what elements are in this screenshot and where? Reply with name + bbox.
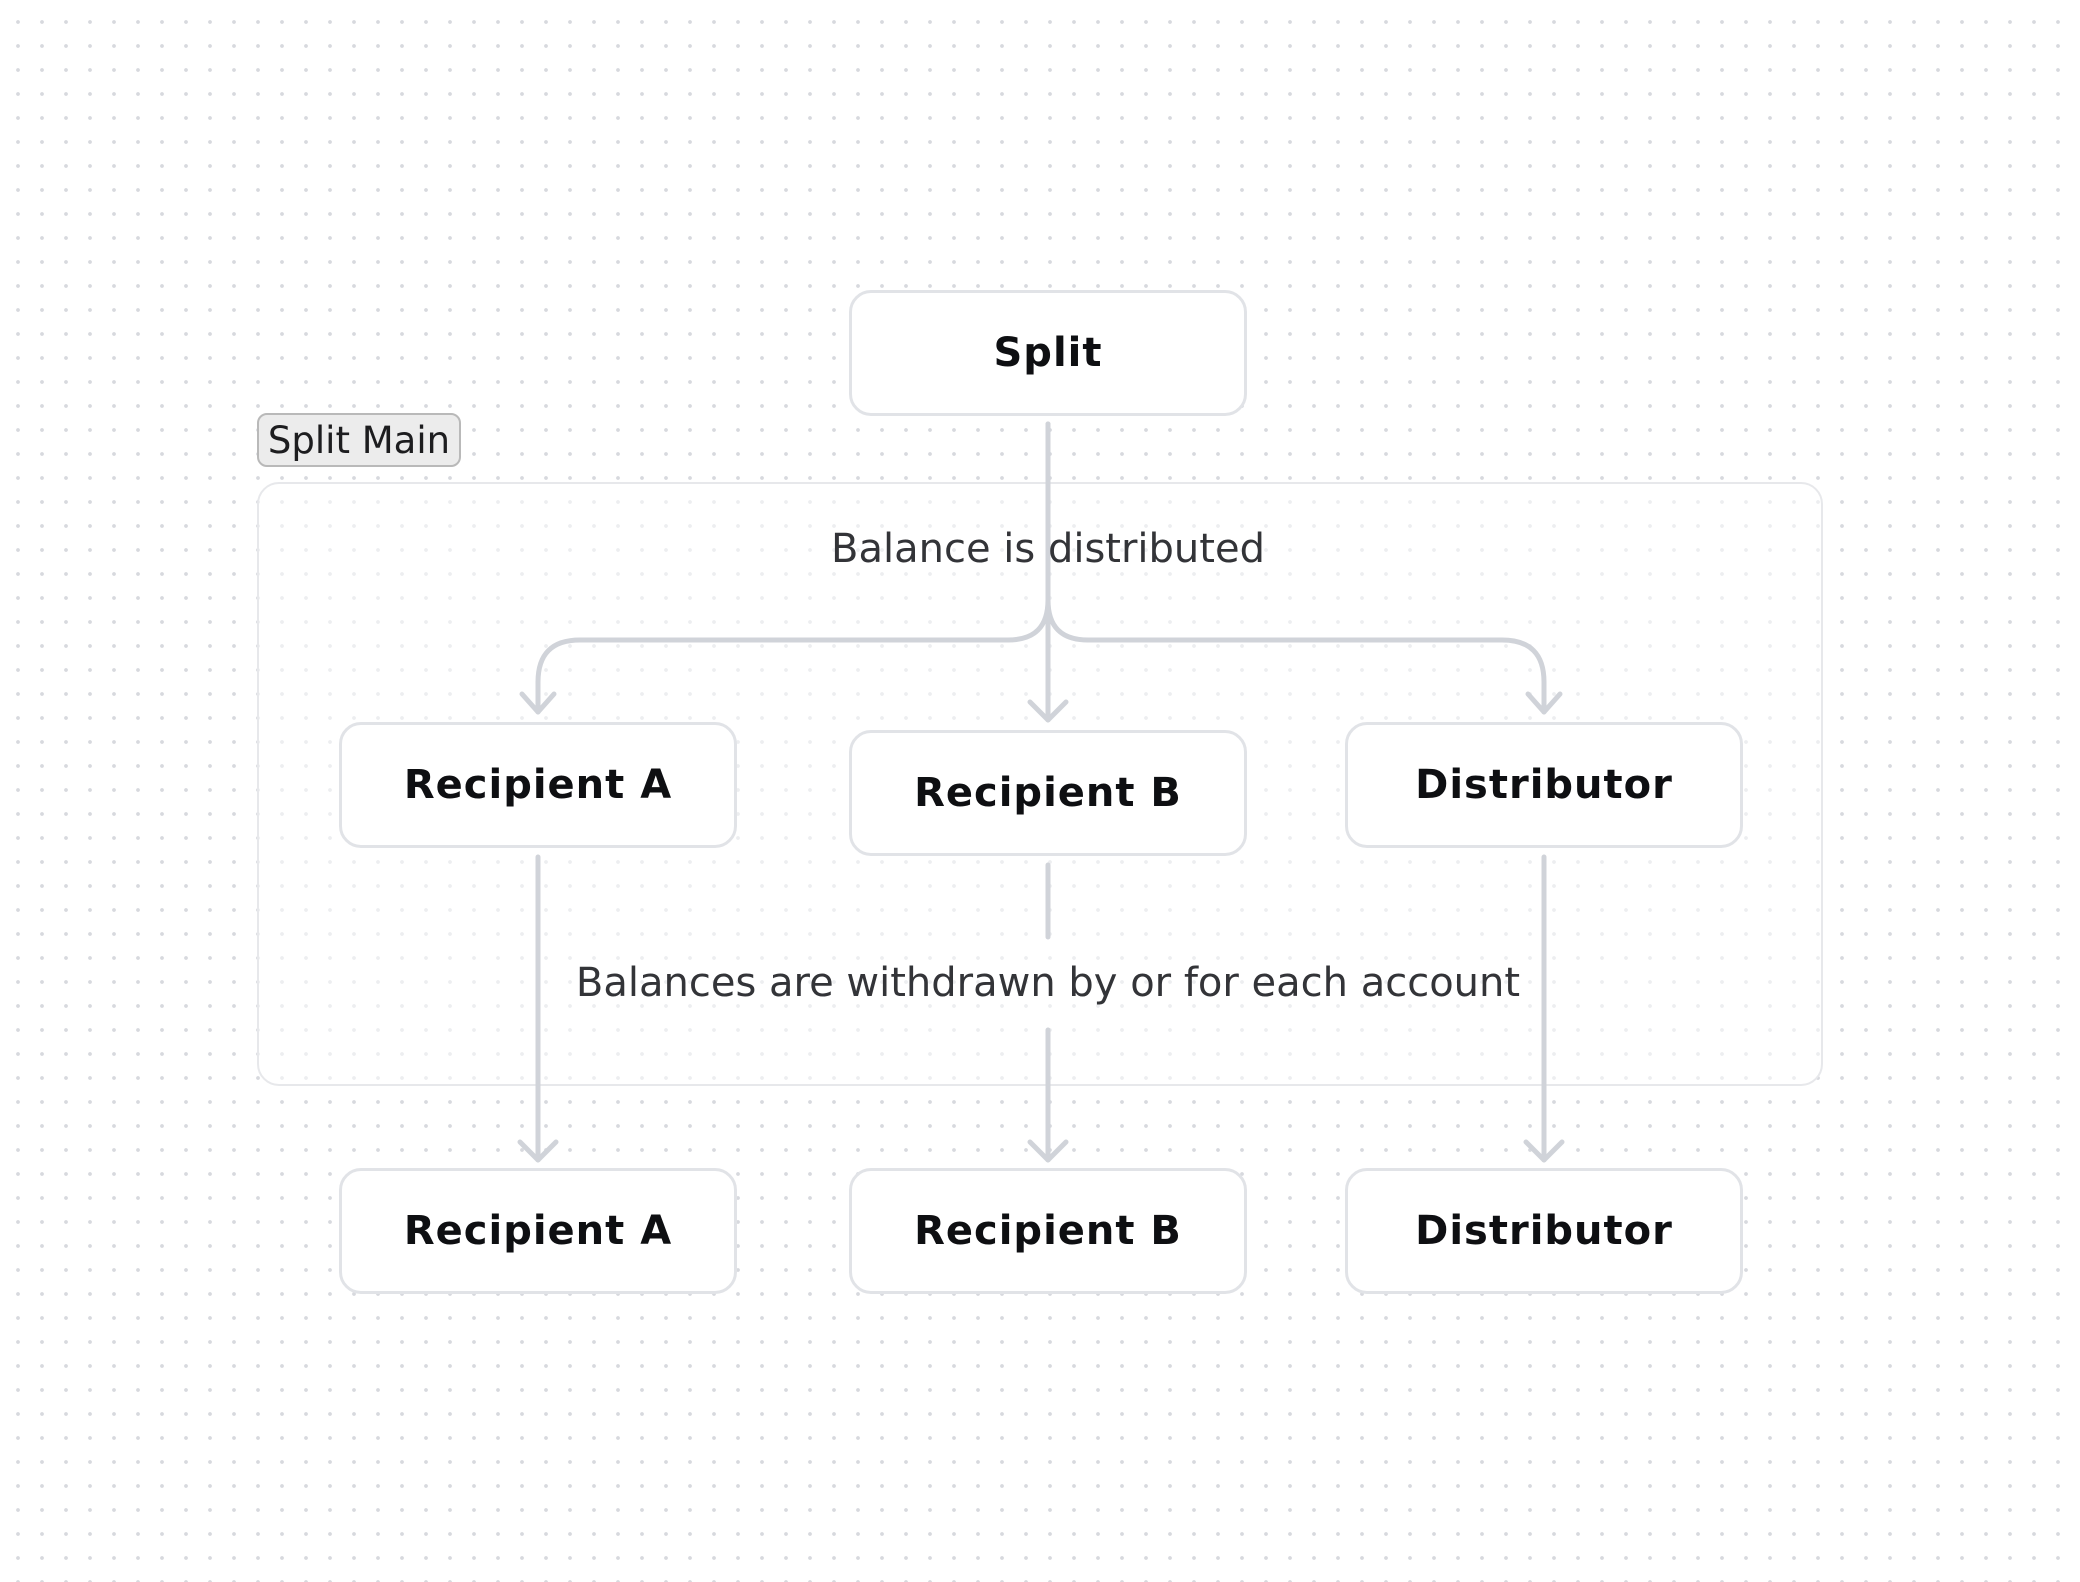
withdrawal-label: Balances are withdrawn by or for each ac… [575, 960, 1521, 1006]
arrowhead-recipient-a-bottom [517, 1139, 559, 1163]
recipient-b-node-bottom[interactable]: Recipient B [849, 1168, 1247, 1294]
split-main-group-tag[interactable]: Split Main [257, 413, 461, 467]
split-node[interactable]: Split [849, 290, 1247, 416]
arrowhead-distributor-bottom [1523, 1139, 1565, 1163]
recipient-b-node-top[interactable]: Recipient B [849, 730, 1247, 856]
distribution-label: Balance is distributed [831, 526, 1265, 572]
arrowhead-recipient-a-top [519, 691, 557, 715]
arrowhead-recipient-b-bottom [1027, 1139, 1069, 1163]
arrowhead-recipient-b-top [1027, 699, 1069, 723]
arrowhead-distributor-top [1525, 691, 1563, 715]
recipient-a-node-bottom[interactable]: Recipient A [339, 1168, 737, 1294]
edge-split-to-distributor [1045, 597, 1547, 715]
recipient-a-node-top[interactable]: Recipient A [339, 722, 737, 848]
distributor-node-bottom[interactable]: Distributor [1345, 1168, 1743, 1294]
distributor-node-top[interactable]: Distributor [1345, 722, 1743, 848]
